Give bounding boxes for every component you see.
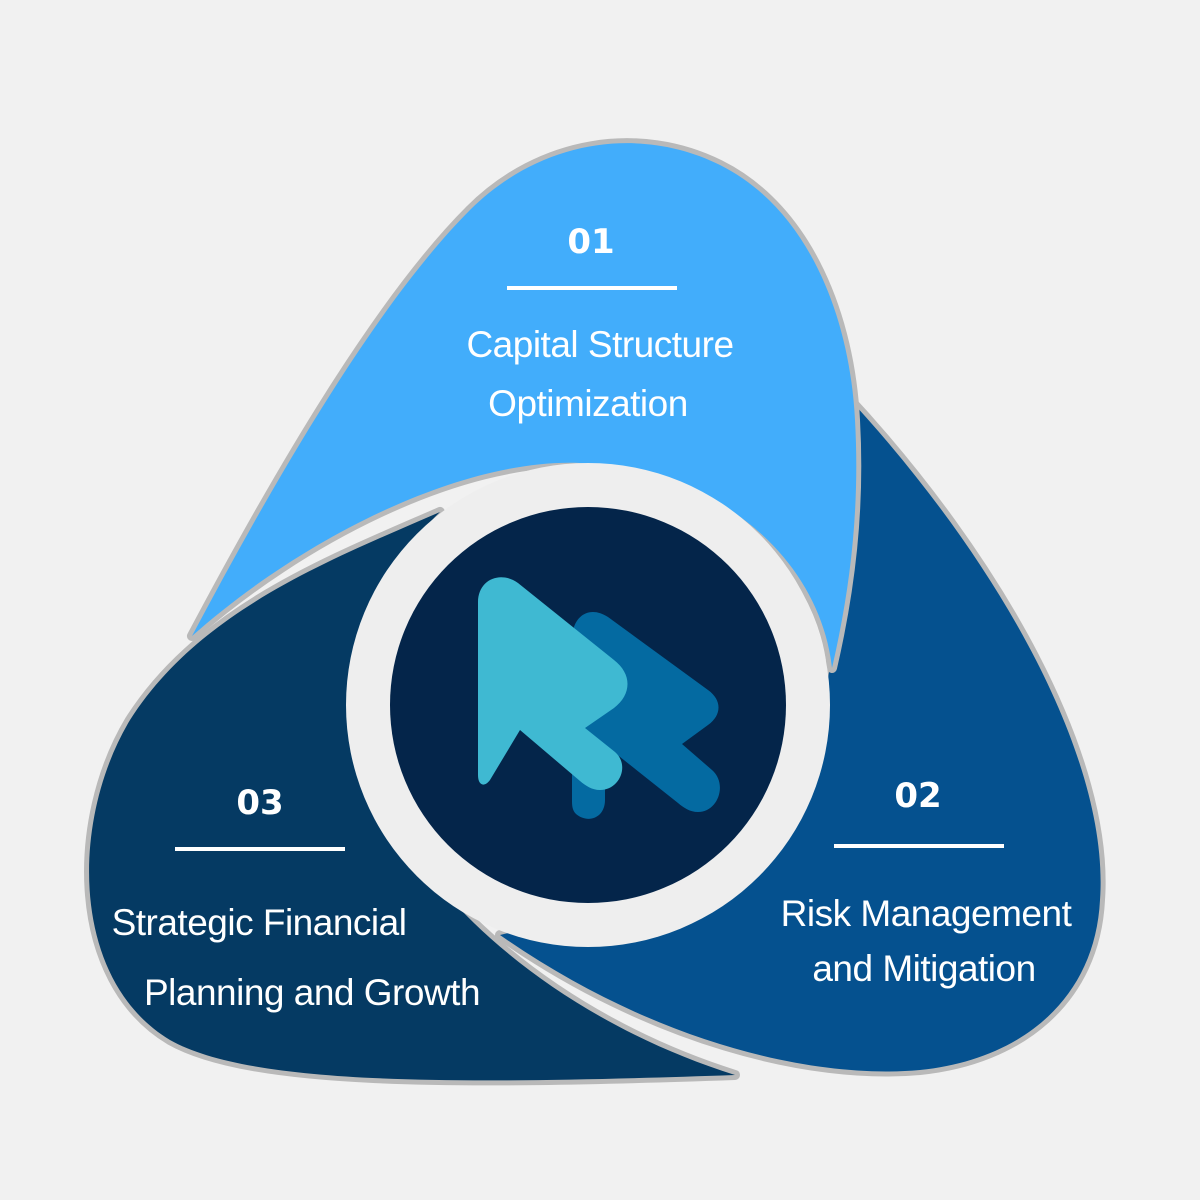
segment-02-number: 02 <box>894 776 941 816</box>
segment-03-number: 03 <box>236 783 283 823</box>
segment-03-label-line-2: Planning and Growth <box>144 972 480 1013</box>
double-arrow-logo-icon <box>478 577 720 819</box>
segment-02-label-line-2: and Mitigation <box>812 948 1035 989</box>
segment-03 <box>89 512 736 1081</box>
segment-01-number: 01 <box>567 222 614 262</box>
segment-02-label-line-1: Risk Management <box>781 893 1073 934</box>
segment-03-label-line-1: Strategic Financial <box>112 902 407 943</box>
arrow-front-shape <box>478 577 628 790</box>
segment-01-label-line-2: Optimization <box>488 383 688 424</box>
segment-01-label-line-1: Capital Structure <box>466 324 733 365</box>
segment-01 <box>192 143 857 668</box>
